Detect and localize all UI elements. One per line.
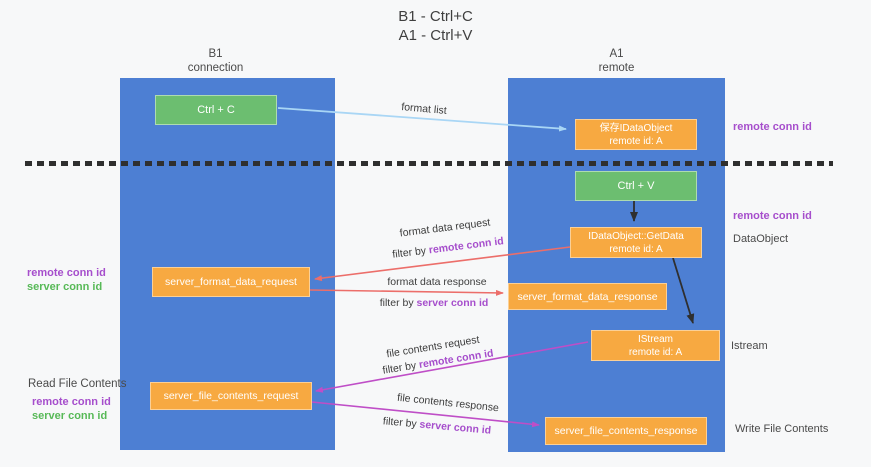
label-remote-conn-id-top-right: remote conn id (733, 121, 812, 133)
label-left-server-conn-id-1: server conn id (27, 281, 103, 293)
label-left-remote-conn-id-2: remote conn id (32, 396, 111, 408)
box-server-file-contents-request: server_file_contents_request (150, 382, 312, 410)
lifeline-a1-subtitle: remote (598, 62, 635, 74)
label-left-remote-conn-id-1: remote conn id (27, 267, 106, 279)
label-dataobject: DataObject (733, 233, 789, 245)
diagram-title: B1 - Ctrl+C A1 - Ctrl+V (0, 7, 871, 45)
label-filter-by-server-conn-id-top: filter by server conn id (380, 297, 489, 309)
lifeline-b1-header: B1 connection (108, 47, 323, 75)
box-server-format-data-response: server_format_data_response (508, 283, 667, 310)
arrow-format-data-response (309, 289, 504, 296)
server-conn-id-value: server conn id (419, 418, 492, 437)
label-istream-right: Istream (731, 340, 768, 352)
box-save-idataobject-line1: 保存IDataObject (599, 122, 673, 134)
box-istream-line2: remote id: A (628, 346, 683, 358)
label-remote-conn-id-mid-right: remote conn id (733, 210, 812, 222)
label-format-data-request: format data request (399, 216, 491, 240)
label-file-contents-response: file contents response (396, 391, 500, 415)
box-idataobject-getdata: IDataObject::GetData remote id: A (570, 227, 702, 258)
box-istream: IStream remote id: A (591, 330, 720, 361)
box-getdata-line2: remote id: A (609, 243, 663, 255)
label-read-file-contents: Read File Contents (28, 378, 127, 390)
box-server-format-data-request: server_format_data_request (152, 267, 310, 297)
lifeline-a1-name: A1 (609, 48, 624, 60)
filter-by-prefix: filter by (382, 415, 418, 431)
label-format-data-response: format data response (387, 276, 487, 288)
lifeline-a1-header: A1 remote (508, 47, 725, 75)
label-write-file-contents: Write File Contents (735, 423, 829, 435)
filter-by-prefix: filter by (391, 244, 427, 261)
filter-by-prefix: filter by (379, 297, 414, 309)
label-filter-by-server-conn-id-bottom: filter by server conn id (382, 415, 491, 436)
box-save-idataobject-line2: remote id: A (609, 135, 663, 147)
box-server-file-contents-response: server_file_contents_response (545, 417, 707, 445)
box-istream-line1: IStream (637, 333, 673, 345)
label-filter-by-remote-conn-id-top: filter by remote conn id (392, 235, 505, 261)
lifeline-b1-name: B1 (208, 48, 223, 60)
title-line-2: A1 - Ctrl+V (398, 27, 473, 44)
remote-conn-id-value: remote conn id (428, 235, 505, 257)
server-conn-id-value: server conn id (416, 297, 489, 309)
label-left-server-conn-id-2: server conn id (32, 410, 108, 422)
box-ctrl-c: Ctrl + C (155, 95, 277, 125)
box-save-idataobject: 保存IDataObject remote id: A (575, 119, 697, 150)
separator-dashed-line (25, 161, 833, 166)
box-getdata-line1: IDataObject::GetData (588, 230, 684, 242)
lifeline-b1-subtitle: connection (187, 62, 244, 74)
label-format-list: format list (400, 101, 448, 117)
box-ctrl-v: Ctrl + V (575, 171, 697, 201)
title-line-1: B1 - Ctrl+C (398, 8, 473, 25)
filter-by-prefix: filter by (381, 359, 418, 377)
